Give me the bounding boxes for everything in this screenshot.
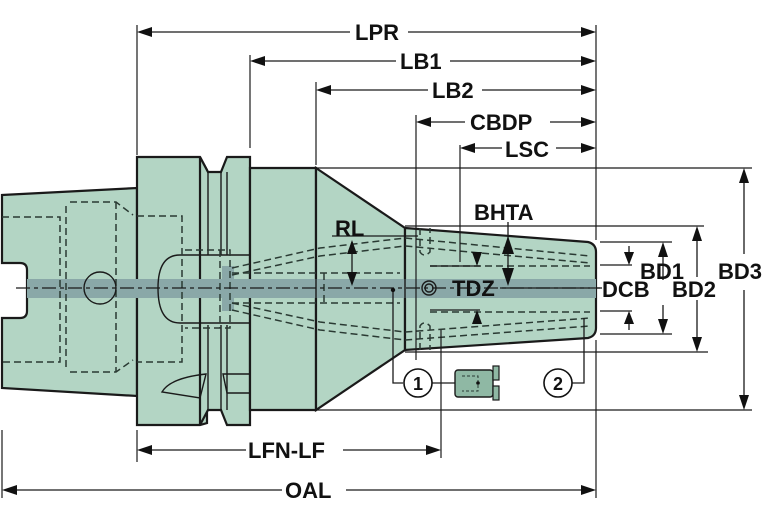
extension-lines [1, 25, 752, 498]
reference-dot [390, 287, 396, 293]
arrowheads [2, 27, 749, 495]
label-bd2: BD2 [672, 277, 716, 302]
internal-edges [157, 168, 406, 410]
hidden-lines [2, 201, 591, 373]
label-oal: OAL [285, 478, 331, 503]
callout-number: 2 [553, 374, 563, 394]
stop-screw-icon [454, 365, 500, 401]
coolant-port [421, 280, 437, 296]
label-bd3: BD3 [718, 259, 762, 284]
label-lb1: LB1 [400, 49, 442, 74]
label-dcb: DCB [602, 277, 650, 302]
callout-number: 1 [413, 374, 423, 394]
drive-hole [83, 271, 117, 305]
label-lpr: LPR [355, 20, 399, 45]
label-lsc: LSC [505, 137, 549, 162]
label-lfn-lf: LFN-LF [248, 438, 325, 463]
label-bhta: BHTA [474, 200, 534, 225]
callout-bubble [403, 368, 433, 398]
callout-2: 2 [543, 318, 585, 398]
callout-1: 1 [392, 292, 455, 398]
label-rl: RL [335, 216, 364, 241]
label-lb2: LB2 [432, 78, 474, 103]
callout-bubble [543, 368, 573, 398]
label-cbdp: CBDP [470, 110, 532, 135]
label-bd1: BD1 [640, 259, 684, 284]
label-tdz: TDZ [452, 276, 495, 301]
